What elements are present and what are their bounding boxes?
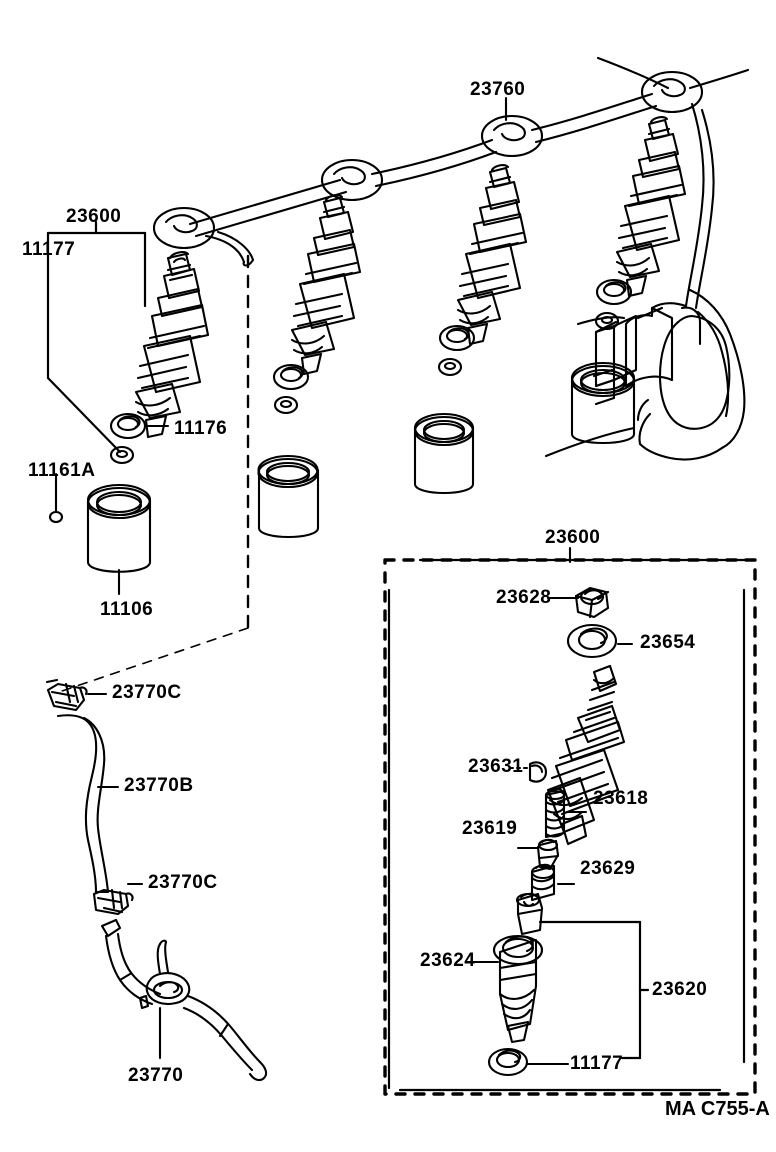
injector-1 xyxy=(134,251,210,439)
callout-23770C-upper: 23770C xyxy=(112,682,182,703)
callout-23631: 23631 xyxy=(468,756,524,777)
bracket-23620 xyxy=(538,920,650,1060)
dashed-assembly-line-diagonal xyxy=(55,627,249,694)
hose-clamp-lower-23770C xyxy=(92,888,134,916)
inset-box-solid-edges xyxy=(387,558,747,1092)
leader-11161A xyxy=(48,472,64,524)
callout-23770: 23770 xyxy=(128,1065,184,1086)
sleeve-2 xyxy=(257,454,320,539)
callout-23600: 23600 xyxy=(66,206,122,227)
oring-11161A-3 xyxy=(437,357,463,377)
inset-title-23600: 23600 xyxy=(545,527,601,548)
callout-11177: 11177 xyxy=(22,239,76,260)
part-23624-body xyxy=(492,934,544,1044)
callout-23624: 23624 xyxy=(420,950,476,971)
sleeve-11106 xyxy=(86,483,152,573)
injector-3 xyxy=(456,164,528,346)
callout-11177-inset: 11177 xyxy=(570,1053,624,1074)
part-23631-pin xyxy=(528,761,548,783)
part-23628-nut xyxy=(574,586,610,619)
part-11177-gasket-inset xyxy=(487,1047,529,1077)
diagram-code: MA C755-A xyxy=(665,1098,770,1120)
part-23629-piece xyxy=(530,863,556,902)
cylinder-head-block xyxy=(544,288,746,461)
callout-11176: 11176 xyxy=(174,418,228,439)
oring-11161A-2 xyxy=(273,395,299,415)
callout-23770B: 23770B xyxy=(124,775,194,796)
sleeve-3 xyxy=(413,412,475,495)
part-nozzle-holder-upper xyxy=(546,664,626,846)
washer-11176-2 xyxy=(272,363,310,391)
fuel-return-pipe-23770 xyxy=(100,918,268,1082)
callout-11161A: 11161A xyxy=(28,460,96,481)
washer-11176-4 xyxy=(595,278,633,306)
part-23618-spring xyxy=(544,787,566,839)
injection-pipe-23760 xyxy=(152,56,750,310)
callout-23770C-lower: 23770C xyxy=(148,872,218,893)
part-23620-top xyxy=(515,892,544,936)
callout-23628: 23628 xyxy=(496,587,552,608)
injector-4 xyxy=(615,116,687,298)
bracket-23600 xyxy=(46,220,147,454)
washer-11176-3 xyxy=(438,324,476,352)
callout-23618: 23618 xyxy=(593,788,649,809)
oring-11161A-1 xyxy=(109,445,135,465)
injector-2 xyxy=(290,194,362,376)
callout-23620: 23620 xyxy=(652,979,708,1000)
callout-23619: 23619 xyxy=(462,818,518,839)
callout-23654: 23654 xyxy=(640,632,696,653)
hose-clamp-upper-23770C xyxy=(45,678,88,712)
part-23654-washer xyxy=(566,623,618,659)
callout-23629: 23629 xyxy=(580,858,636,879)
callout-11106: 11106 xyxy=(100,599,154,620)
callout-23760: 23760 xyxy=(470,79,526,100)
